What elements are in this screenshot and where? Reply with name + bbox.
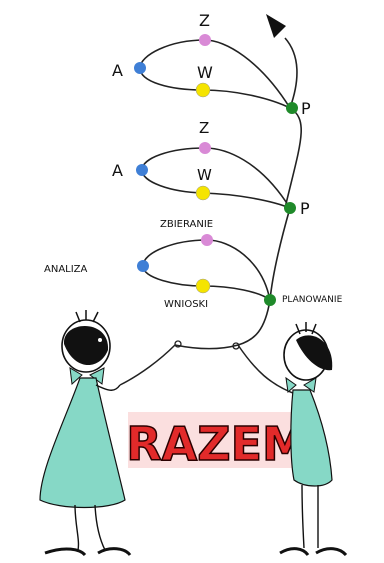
person-left-icon	[39, 310, 132, 557]
right-hair-spikes	[295, 322, 317, 335]
label-p: P	[300, 199, 310, 218]
connecting-rope	[119, 344, 299, 396]
p-dot	[264, 294, 276, 306]
a-dot	[136, 164, 148, 176]
left-feet	[44, 547, 132, 557]
label-a: A	[112, 161, 123, 180]
label-w: W	[197, 63, 213, 82]
p-dot	[284, 202, 296, 214]
rope-knot	[232, 342, 240, 350]
label-wnioski: WNIOSKI	[164, 299, 208, 310]
banner-text: RAZEM	[126, 417, 308, 471]
person-right-icon	[279, 322, 348, 557]
right-hair	[296, 335, 333, 371]
z-dot	[201, 234, 213, 246]
a-dot	[134, 62, 146, 74]
label-analiza: ANALIZA	[44, 264, 88, 275]
spiral-arrow-icon	[266, 14, 286, 38]
banner-background	[128, 412, 306, 468]
z-dot	[199, 142, 211, 154]
label-p: P	[301, 99, 311, 118]
w-dot	[195, 278, 211, 294]
label-planowanie: PLANOWANIE	[282, 295, 343, 305]
spiral-path	[139, 37, 302, 346]
a-dot	[137, 260, 149, 272]
p-dot	[286, 102, 298, 114]
rope-knot	[174, 340, 182, 348]
w-dot	[195, 82, 211, 98]
right-feet	[279, 547, 348, 557]
right-legs	[301, 484, 319, 549]
label-z: Z	[199, 119, 209, 137]
right-bow	[285, 376, 317, 393]
z-dot	[199, 34, 211, 46]
left-dress	[39, 377, 126, 509]
left-hair	[63, 325, 109, 366]
w-dot	[195, 185, 211, 201]
label-z: Z	[199, 11, 210, 30]
label-w: W	[197, 166, 212, 184]
left-arm	[95, 384, 121, 391]
left-hair-spikes	[75, 310, 99, 323]
right-dress	[290, 389, 333, 487]
razem-banner: RAZEM	[125, 412, 309, 472]
left-eye	[98, 338, 102, 342]
label-zbieranie: ZBIERANIE	[160, 219, 213, 230]
left-legs	[74, 504, 106, 551]
label-a: A	[112, 61, 123, 80]
